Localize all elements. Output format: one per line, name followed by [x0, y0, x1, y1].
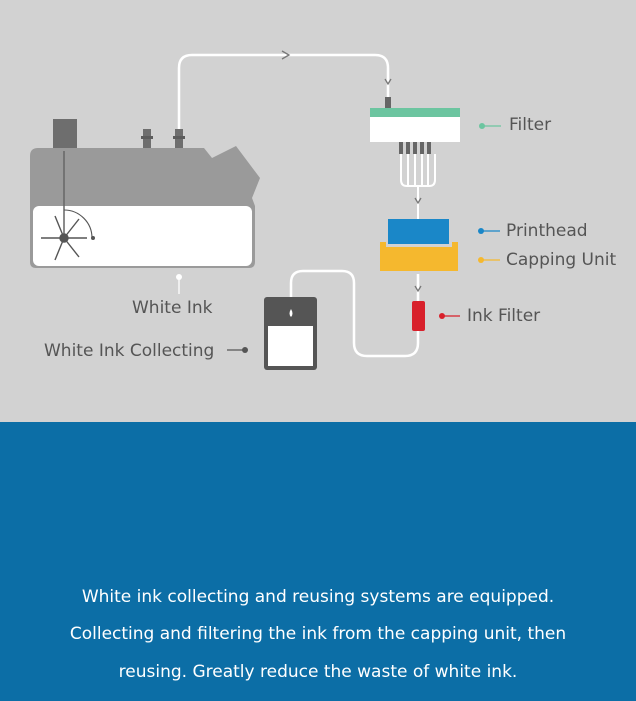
- filter-outlet-tubes: [400, 154, 436, 220]
- supply-tube: [177, 53, 390, 205]
- capping-unit: [380, 242, 458, 271]
- white-ink-tank: [33, 206, 252, 266]
- filter-label: Filter: [509, 115, 552, 135]
- filter-unit: [370, 97, 460, 154]
- white-ink-machine: [30, 119, 260, 268]
- ink-system-diagram: Filter Printhead Capping Unit Ink Filter…: [0, 0, 636, 422]
- caption-line-3: reusing. Greatly reduce the waste of whi…: [118, 662, 518, 682]
- machine-post: [53, 119, 77, 151]
- diagram-graphic: [30, 50, 501, 370]
- ink-filter-label: Ink Filter: [467, 306, 541, 326]
- white-ink-collecting-tank: [264, 297, 317, 370]
- flow-arrow-right: [281, 50, 291, 60]
- valve-2-ring: [173, 136, 185, 139]
- white-ink-label: White Ink: [132, 298, 213, 318]
- capping-unit-label: Capping Unit: [506, 250, 617, 270]
- stirrer-icon: [41, 209, 95, 261]
- white-ink-collecting-label: White Ink Collecting: [44, 341, 215, 361]
- valve-1-ring: [141, 136, 153, 139]
- flow-arrow-down-1: [384, 78, 392, 86]
- recycle-tube: [289, 269, 420, 358]
- leader-lines: [176, 123, 501, 353]
- flow-arrow-down-2: [414, 197, 422, 205]
- printhead-label: Printhead: [506, 221, 588, 241]
- printhead: [388, 219, 449, 244]
- caption-panel: White ink collecting and reusing systems…: [0, 422, 636, 701]
- caption-line-2: Collecting and filtering the ink from th…: [69, 624, 567, 644]
- flow-arrow-down-3: [414, 285, 422, 293]
- caption-line-1: White ink collecting and reusing systems…: [81, 587, 555, 607]
- ink-filter: [412, 301, 425, 331]
